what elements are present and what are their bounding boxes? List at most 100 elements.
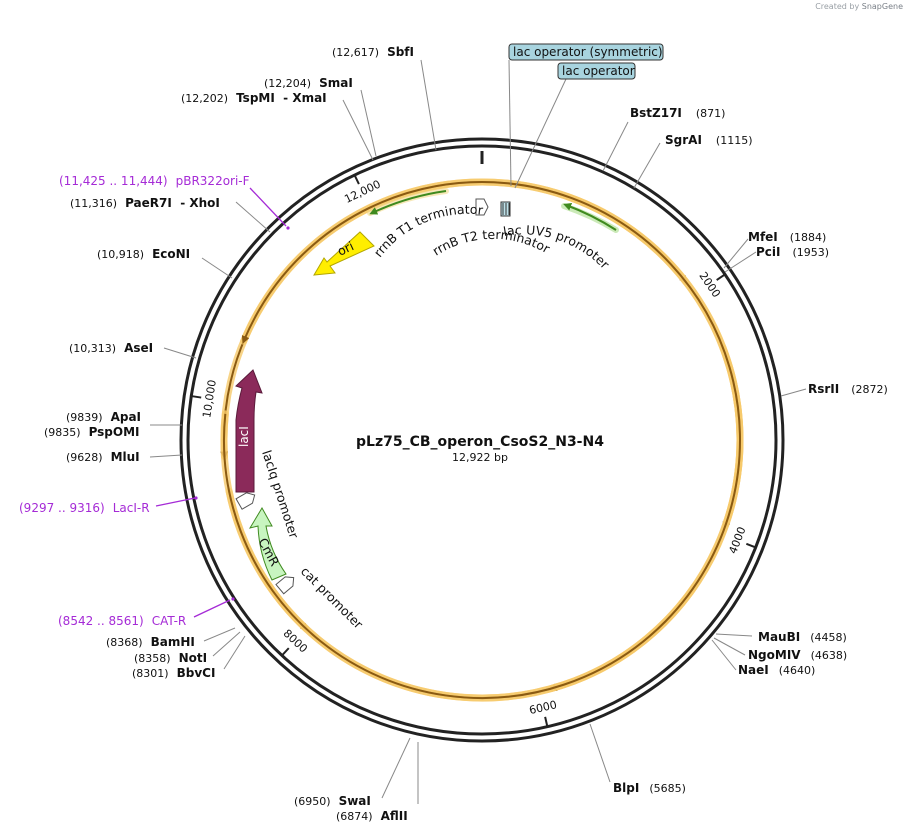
- cat-glyph: [275, 576, 295, 595]
- primer-pbr322ori-f-range: (11,425 .. 11,444): [59, 174, 168, 188]
- site-mlui: (9628) MluI: [66, 450, 140, 464]
- primer-laci-r-range: (9297 .. 9316): [19, 501, 105, 515]
- site-noti-pos: (8358): [134, 652, 171, 665]
- site-swai-name: SwaI: [339, 794, 371, 808]
- primer-laci-r: (9297 .. 9316) LacI-R: [19, 501, 150, 515]
- site-naei-name: NaeI: [738, 663, 769, 677]
- site-sbfi-pos: (12,617): [332, 46, 379, 59]
- lac-uv5-label: lac UV5 promoter: [502, 222, 613, 272]
- site-mlui-pos: (9628): [66, 451, 103, 464]
- site-mlui-name: MluI: [111, 450, 140, 464]
- site-pspomi-name: PspOMI: [89, 425, 140, 439]
- site-ngomiv: NgoMIV(4638): [748, 648, 847, 662]
- site-bamhi-pos: (8368): [106, 636, 143, 649]
- site-bbvci-name: BbvCI: [177, 666, 216, 680]
- site-mfei-name: MfeI: [748, 230, 778, 244]
- site-bbvci: (8301) BbvCI: [132, 666, 215, 680]
- tick-label: 4000: [726, 525, 748, 556]
- site-swai: (6950)SwaI: [294, 794, 371, 808]
- laci-label: lacI: [237, 426, 251, 447]
- primer-dots: [194, 226, 290, 601]
- tick-mark: [353, 174, 360, 185]
- primer-pbr322ori-f-name: pBR322ori-F: [176, 174, 250, 188]
- ori-label: ori: [335, 238, 356, 258]
- site-sgrai-pos: (1115): [716, 134, 753, 147]
- site-apai-name: ApaI: [111, 410, 141, 424]
- site-maubi: MauBI (4458): [758, 630, 847, 644]
- plasmid-title: pLz75_CB_operon_CsoS2_N3-N4: [356, 434, 604, 450]
- site-bstz17i-pos: (871): [696, 107, 726, 120]
- site-econi: (10,918) EcoNI: [97, 247, 190, 261]
- snapgene-brand: SnapGene: [861, 2, 903, 11]
- site-maubi-name: MauBI: [758, 630, 800, 644]
- site-pcii-name: PciI: [756, 245, 781, 259]
- plasmid-size: 12,922 bp: [452, 451, 508, 464]
- cmr-arrow: [248, 507, 287, 581]
- site-aflii-name: AflII: [381, 809, 408, 823]
- site-mfei-pos: (1884): [790, 231, 827, 244]
- site-bstz17i: BstZ17I (871): [630, 106, 725, 120]
- primer-cat-r-range: (8542 .. 8561): [58, 614, 144, 628]
- site-paer7i-name: PaeR7I - XhoI: [125, 196, 220, 210]
- site-sgrai: SgrAI(1115): [665, 133, 752, 147]
- site-bamhi-name: BamHI: [151, 635, 195, 649]
- tick-mark: [281, 647, 290, 657]
- tick-mark: [544, 716, 549, 727]
- site-naei: NaeI(4640): [738, 663, 815, 677]
- orf-arc: [567, 195, 688, 284]
- site-mfei: MfeI (1884): [748, 230, 826, 244]
- tick-mark: [745, 542, 757, 549]
- cat-label: cat promoter: [298, 564, 367, 633]
- site-smai-pos: (12,204): [264, 77, 311, 90]
- site-sbfi: (12,617) SbfI: [332, 45, 414, 59]
- primer-cat-r: (8542 .. 8561)CAT-R: [58, 614, 186, 628]
- tick-label: 2000: [696, 270, 723, 300]
- site-bstz17i-name: BstZ17I: [630, 106, 682, 120]
- lac-operator-symmetric-text: lac operator (symmetric): [513, 45, 663, 59]
- site-asei-pos: (10,313): [69, 342, 116, 355]
- site-pspomi-pos: (9835): [44, 426, 81, 439]
- laci-arrow: [235, 369, 263, 493]
- site-tspmi-pos: (12,202): [181, 92, 228, 105]
- ori-arrow: [313, 231, 375, 276]
- site-econi-pos: (10,918): [97, 248, 144, 261]
- tick-label: 6000: [528, 698, 558, 717]
- site-rsrii-name: RsrII: [808, 382, 839, 396]
- site-sbfi-name: SbfI: [387, 45, 414, 59]
- credit-text: Created by SnapGene: [815, 2, 903, 11]
- site-apai: (9839)ApaI: [66, 410, 141, 424]
- site-pcii-pos: (1953): [793, 246, 830, 259]
- rrnb-t2-glyph: [475, 198, 489, 216]
- site-rsrii-pos: (2872): [851, 383, 888, 396]
- site-tspmi: (12,202) TspMI - XmaI: [181, 91, 327, 105]
- site-tspmi-name: TspMI - XmaI: [236, 91, 327, 105]
- site-ngomiv-pos: (4638): [811, 649, 848, 662]
- site-bbvci-pos: (8301): [132, 667, 169, 680]
- orf-layer: [220, 178, 744, 702]
- backbone-outer: [179, 137, 785, 743]
- lac-uv5-textpath: lac UV5 promoter: [502, 222, 613, 272]
- laciq-glyph: [235, 492, 256, 510]
- credit-prefix: Created by: [815, 2, 860, 11]
- orf-arc-glow: [564, 193, 690, 286]
- site-pspomi: (9835) PspOMI: [44, 425, 140, 439]
- primer-laci-r-name: LacI-R: [113, 501, 150, 515]
- site-paer7i-pos: (11,316): [70, 197, 117, 210]
- site-asei: (10,313)AseI: [69, 341, 153, 355]
- site-noti-name: NotI: [179, 651, 208, 665]
- rrnb-t1-arrow-line: [369, 190, 447, 215]
- site-econi-name: EcoNI: [152, 247, 190, 261]
- site-blpi-pos: (5685): [649, 782, 686, 795]
- orf-arc: [223, 181, 741, 699]
- lac-operator-text: lac operator: [562, 64, 635, 78]
- site-blpi: BlpI (5685): [613, 781, 686, 795]
- site-maubi-pos: (4458): [810, 631, 847, 644]
- site-smai-name: SmaI: [319, 76, 353, 90]
- lac-uv5-arrow-line: [563, 202, 617, 231]
- tick-label: 10,000: [200, 379, 219, 419]
- lac-operator-symmetric-box: lac operator (symmetric): [508, 43, 664, 61]
- site-pcii: PciI (1953): [756, 245, 829, 259]
- site-blpi-name: BlpI: [613, 781, 639, 795]
- site-smai: (12,204) SmaI: [264, 76, 353, 90]
